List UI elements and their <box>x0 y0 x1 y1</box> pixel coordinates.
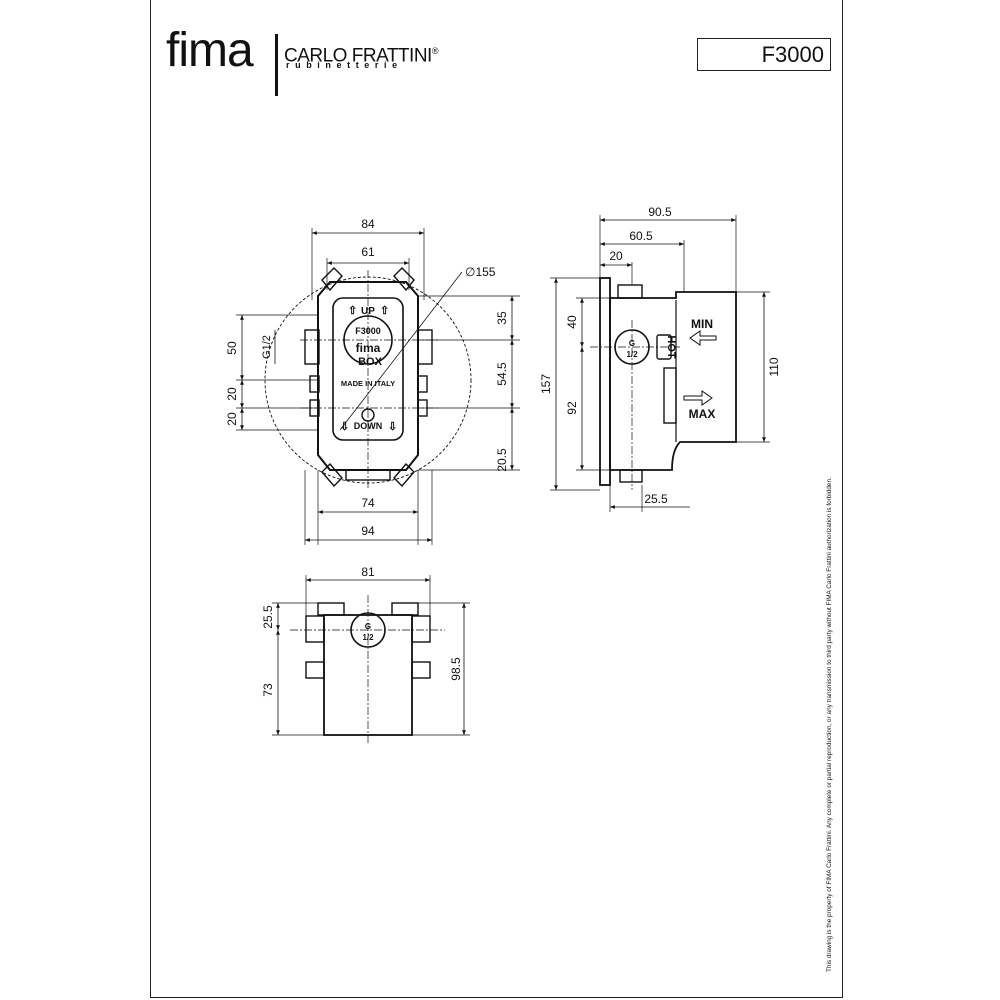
front-label-made: MADE IN ITALY <box>341 379 395 388</box>
side-dim-top-3: 20 <box>609 249 623 263</box>
bottom-dim-left-2: 73 <box>261 683 275 697</box>
front-dim-right-1: 35 <box>495 311 509 325</box>
bottom-nut-right <box>391 602 419 616</box>
front-port-left-bottom <box>309 375 320 393</box>
front-view-labels: 84 61 ∅155 35 54.5 20.5 50 G1/2 20 20 74… <box>225 217 509 538</box>
side-port-size: 1/2 <box>626 350 638 359</box>
side-dim-right: 110 <box>767 357 781 376</box>
side-max-arrow-icon <box>683 390 713 406</box>
front-label-brand: fima <box>356 341 381 355</box>
product-code: F3000 <box>761 42 824 67</box>
front-label-up: UP <box>361 306 375 317</box>
front-label-down: DOWN <box>354 421 383 431</box>
side-view-labels: 90.5 60.5 20 157 40 92 110 25.5 MIN HOT … <box>539 205 781 506</box>
side-flange <box>599 277 611 486</box>
side-port-g: G <box>629 339 635 348</box>
front-lug-bl <box>321 462 343 488</box>
bottom-ear-left <box>305 661 325 679</box>
front-dim-right-3: 20.5 <box>495 448 509 472</box>
side-dim-left-2: 92 <box>565 401 579 415</box>
bottom-dim-right: 98.5 <box>449 657 463 681</box>
front-arrow-up-right-icon: ⇧ <box>380 305 389 317</box>
front-port-right-top <box>417 329 433 365</box>
sheet-frame <box>150 0 843 998</box>
side-top-nut <box>617 284 643 299</box>
side-dim-left-1: 40 <box>565 315 579 329</box>
front-arrow-down-left-icon: ⇩ <box>340 421 349 433</box>
front-body-outline <box>317 281 419 471</box>
bottom-view-labels: 81 25.5 73 98.5 G 1/2 <box>261 565 463 697</box>
side-label-hot: HOT <box>665 335 677 359</box>
bottom-view <box>272 575 470 745</box>
front-arrow-down-right-icon: ⇩ <box>388 421 397 433</box>
logo-registered-mark: ® <box>431 46 439 56</box>
bottom-port-g: G <box>365 622 371 631</box>
front-view <box>236 228 520 545</box>
side-label-min: MIN <box>691 317 713 331</box>
bottom-port-size: 1/2 <box>362 633 374 642</box>
front-diameter-leader <box>339 271 463 431</box>
front-dim-top-inner: 61 <box>361 245 375 259</box>
front-dim-bottom-outer: 94 <box>361 524 375 538</box>
front-dim-left-3: 20 <box>225 412 239 426</box>
side-min-arrow-icon <box>689 330 717 346</box>
bottom-ear-right <box>411 661 431 679</box>
bottom-dim-top: 81 <box>361 565 375 579</box>
logo-company: CARLO FRATTINI® <box>284 40 438 67</box>
side-dim-bottom: 25.5 <box>644 492 668 506</box>
side-window <box>663 367 677 424</box>
front-dim-bottom-inner: 74 <box>361 496 375 510</box>
front-arrow-up-left-icon: ⇧ <box>348 305 357 317</box>
front-dim-top-outer: 84 <box>361 217 375 231</box>
front-dim-left-1: 50 <box>225 341 239 355</box>
front-lug-br <box>393 462 415 488</box>
side-label-max: MAX <box>689 407 716 421</box>
side-body <box>609 291 737 471</box>
front-port-right-bottom <box>417 375 428 393</box>
front-dim-right-2: 54.5 <box>495 362 509 386</box>
side-dim-top-2: 60.5 <box>629 229 653 243</box>
front-dim-left-thread: G1/2 <box>261 335 273 359</box>
side-bottom-nut <box>619 469 643 483</box>
logo-company-name: CARLO FRATTINI <box>284 45 432 67</box>
bottom-nut-left <box>317 602 345 616</box>
logo-divider <box>275 34 278 96</box>
product-code-box: F3000 <box>697 38 831 71</box>
bottom-dim-left-1: 25.5 <box>261 605 275 629</box>
bottom-port-right <box>411 615 431 643</box>
front-port-left-top <box>304 329 320 365</box>
front-dim-left-2: 20 <box>225 387 239 401</box>
logo-brand: fima <box>166 24 254 77</box>
front-dim-diameter: ∅155 <box>465 265 496 279</box>
front-label-box: BOX <box>358 356 383 368</box>
front-label-model: F3000 <box>355 326 381 336</box>
side-dim-top-1: 90.5 <box>648 205 672 219</box>
side-view <box>550 215 770 512</box>
side-dim-left-outer: 157 <box>539 374 553 394</box>
logo-tagline: rubinetterie <box>286 60 403 70</box>
bottom-port-left <box>305 615 325 643</box>
